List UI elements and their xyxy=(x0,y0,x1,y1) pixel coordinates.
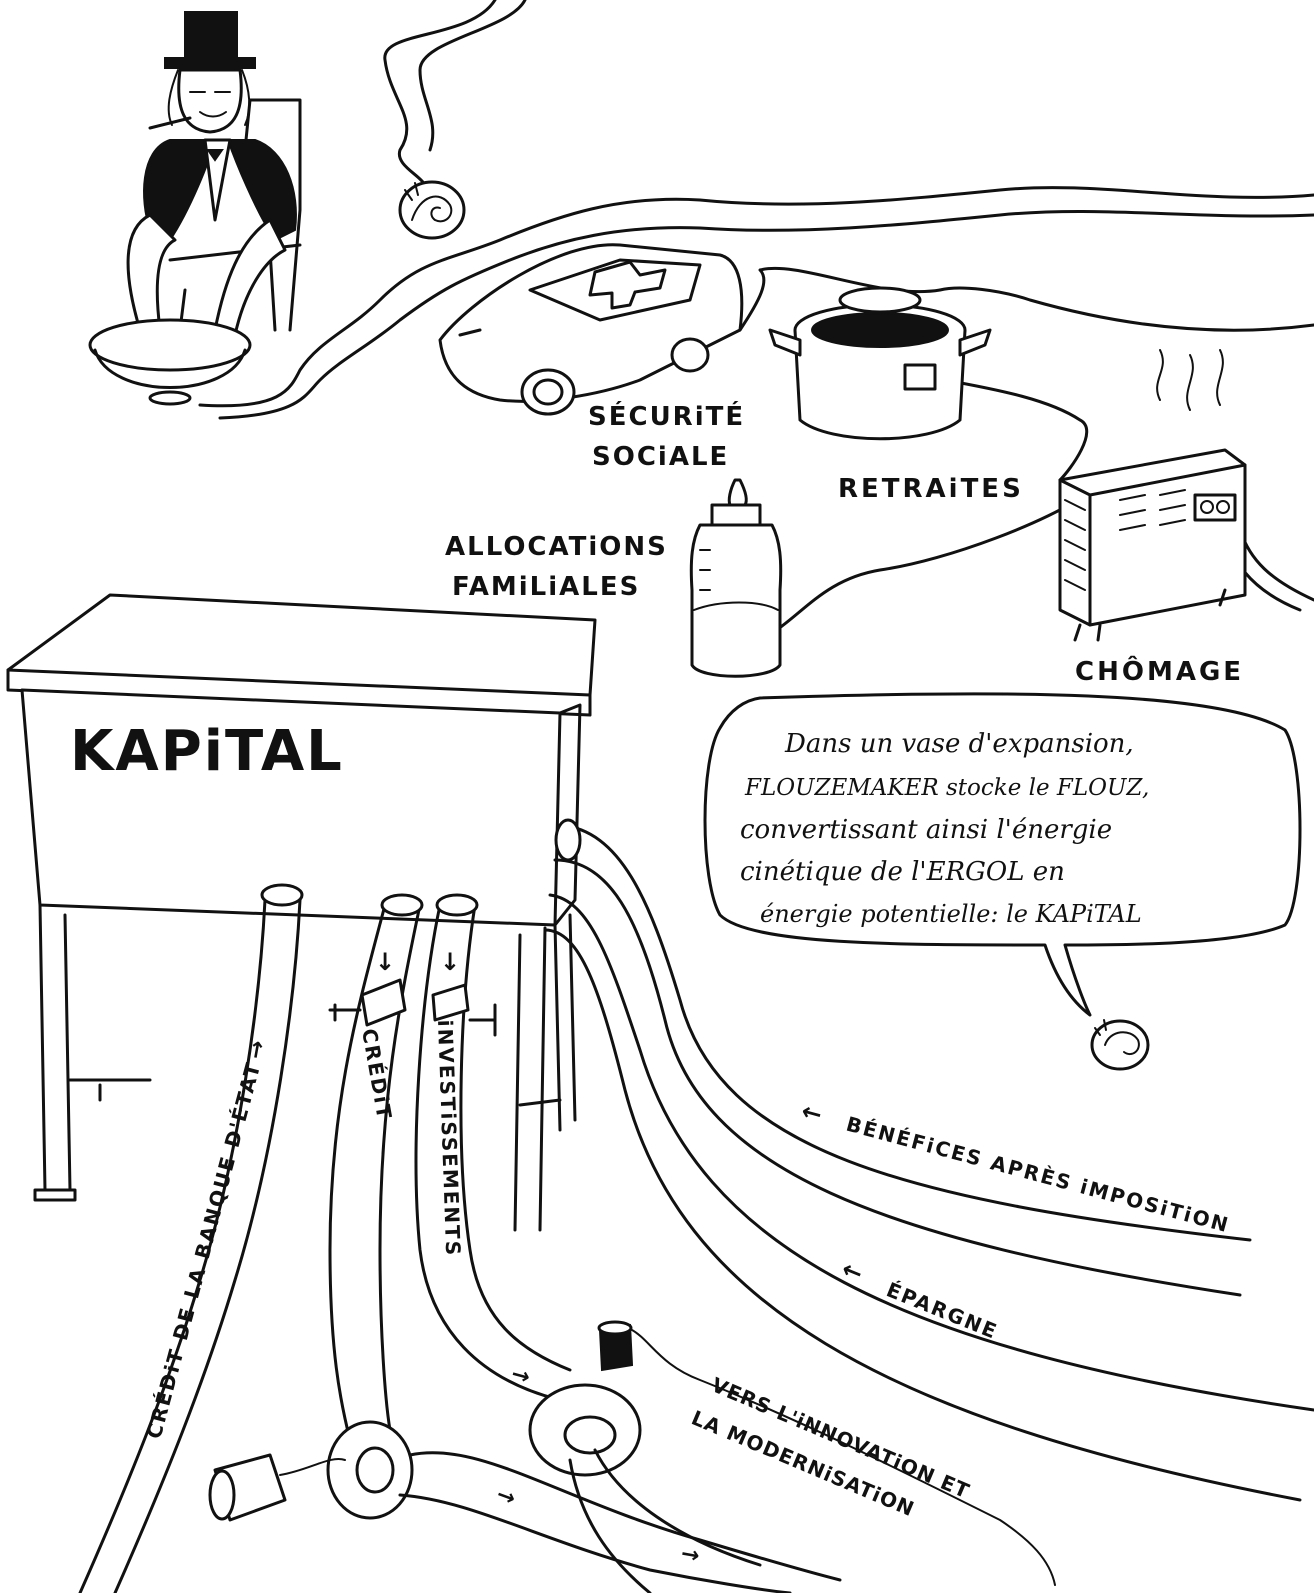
arrow-pipe-2: → xyxy=(493,1482,519,1512)
snail-left-icon xyxy=(400,182,464,238)
allocations-label-line1: ALLOCATiONS xyxy=(445,532,668,562)
securite-label-line2: SOCiALE xyxy=(592,442,729,472)
cooking-pot-icon xyxy=(770,288,990,439)
arrow-invest-down: ↓ xyxy=(440,948,460,976)
arrow-pipe-3: → xyxy=(679,1541,701,1569)
kapital-label: KAPiTAL xyxy=(70,719,344,784)
bubble-text-line2: FLOUZEMAKER stocke le FLOUZ, xyxy=(744,775,1149,801)
arrow-banque-up: → xyxy=(243,1039,271,1061)
arrow-credit-down: ↓ xyxy=(375,948,395,976)
bucket-icon xyxy=(599,1322,1055,1585)
top-hat-man xyxy=(90,12,300,404)
arrow-pipe-1: → xyxy=(508,1362,532,1391)
bubble-text-line5: énergie potentielle: le KAPiTAL xyxy=(760,900,1142,928)
baby-bottle-icon xyxy=(691,480,780,676)
bubble-text-line4: cinétique de l'ERGOL en xyxy=(740,857,1065,887)
electric-heater-icon xyxy=(1060,350,1245,640)
benefices-label: BÉNÉFiCES APRÈS iMPOSiTiON xyxy=(844,1112,1233,1238)
paint-can-icon xyxy=(210,1455,345,1520)
bubble-text-line1: Dans un vase d'expansion, xyxy=(784,729,1134,759)
allocations-label-line2: FAMiLiALES xyxy=(452,572,640,602)
snail-right-icon xyxy=(1092,1020,1148,1069)
credit-banque-pipe-label: CRÉDiT DE LA BANQUE D'ÉTAT xyxy=(142,1059,266,1442)
securite-label-line1: SÉCURiTÉ xyxy=(588,400,745,432)
bubble-text-line3: convertissant ainsi l'énergie xyxy=(740,815,1112,845)
arrow-benefices: ← xyxy=(798,1097,825,1129)
kapital-tank-icon xyxy=(8,595,595,1230)
chomage-label: CHÔMAGE xyxy=(1075,655,1244,687)
retraites-label: RETRAiTES xyxy=(838,474,1024,504)
